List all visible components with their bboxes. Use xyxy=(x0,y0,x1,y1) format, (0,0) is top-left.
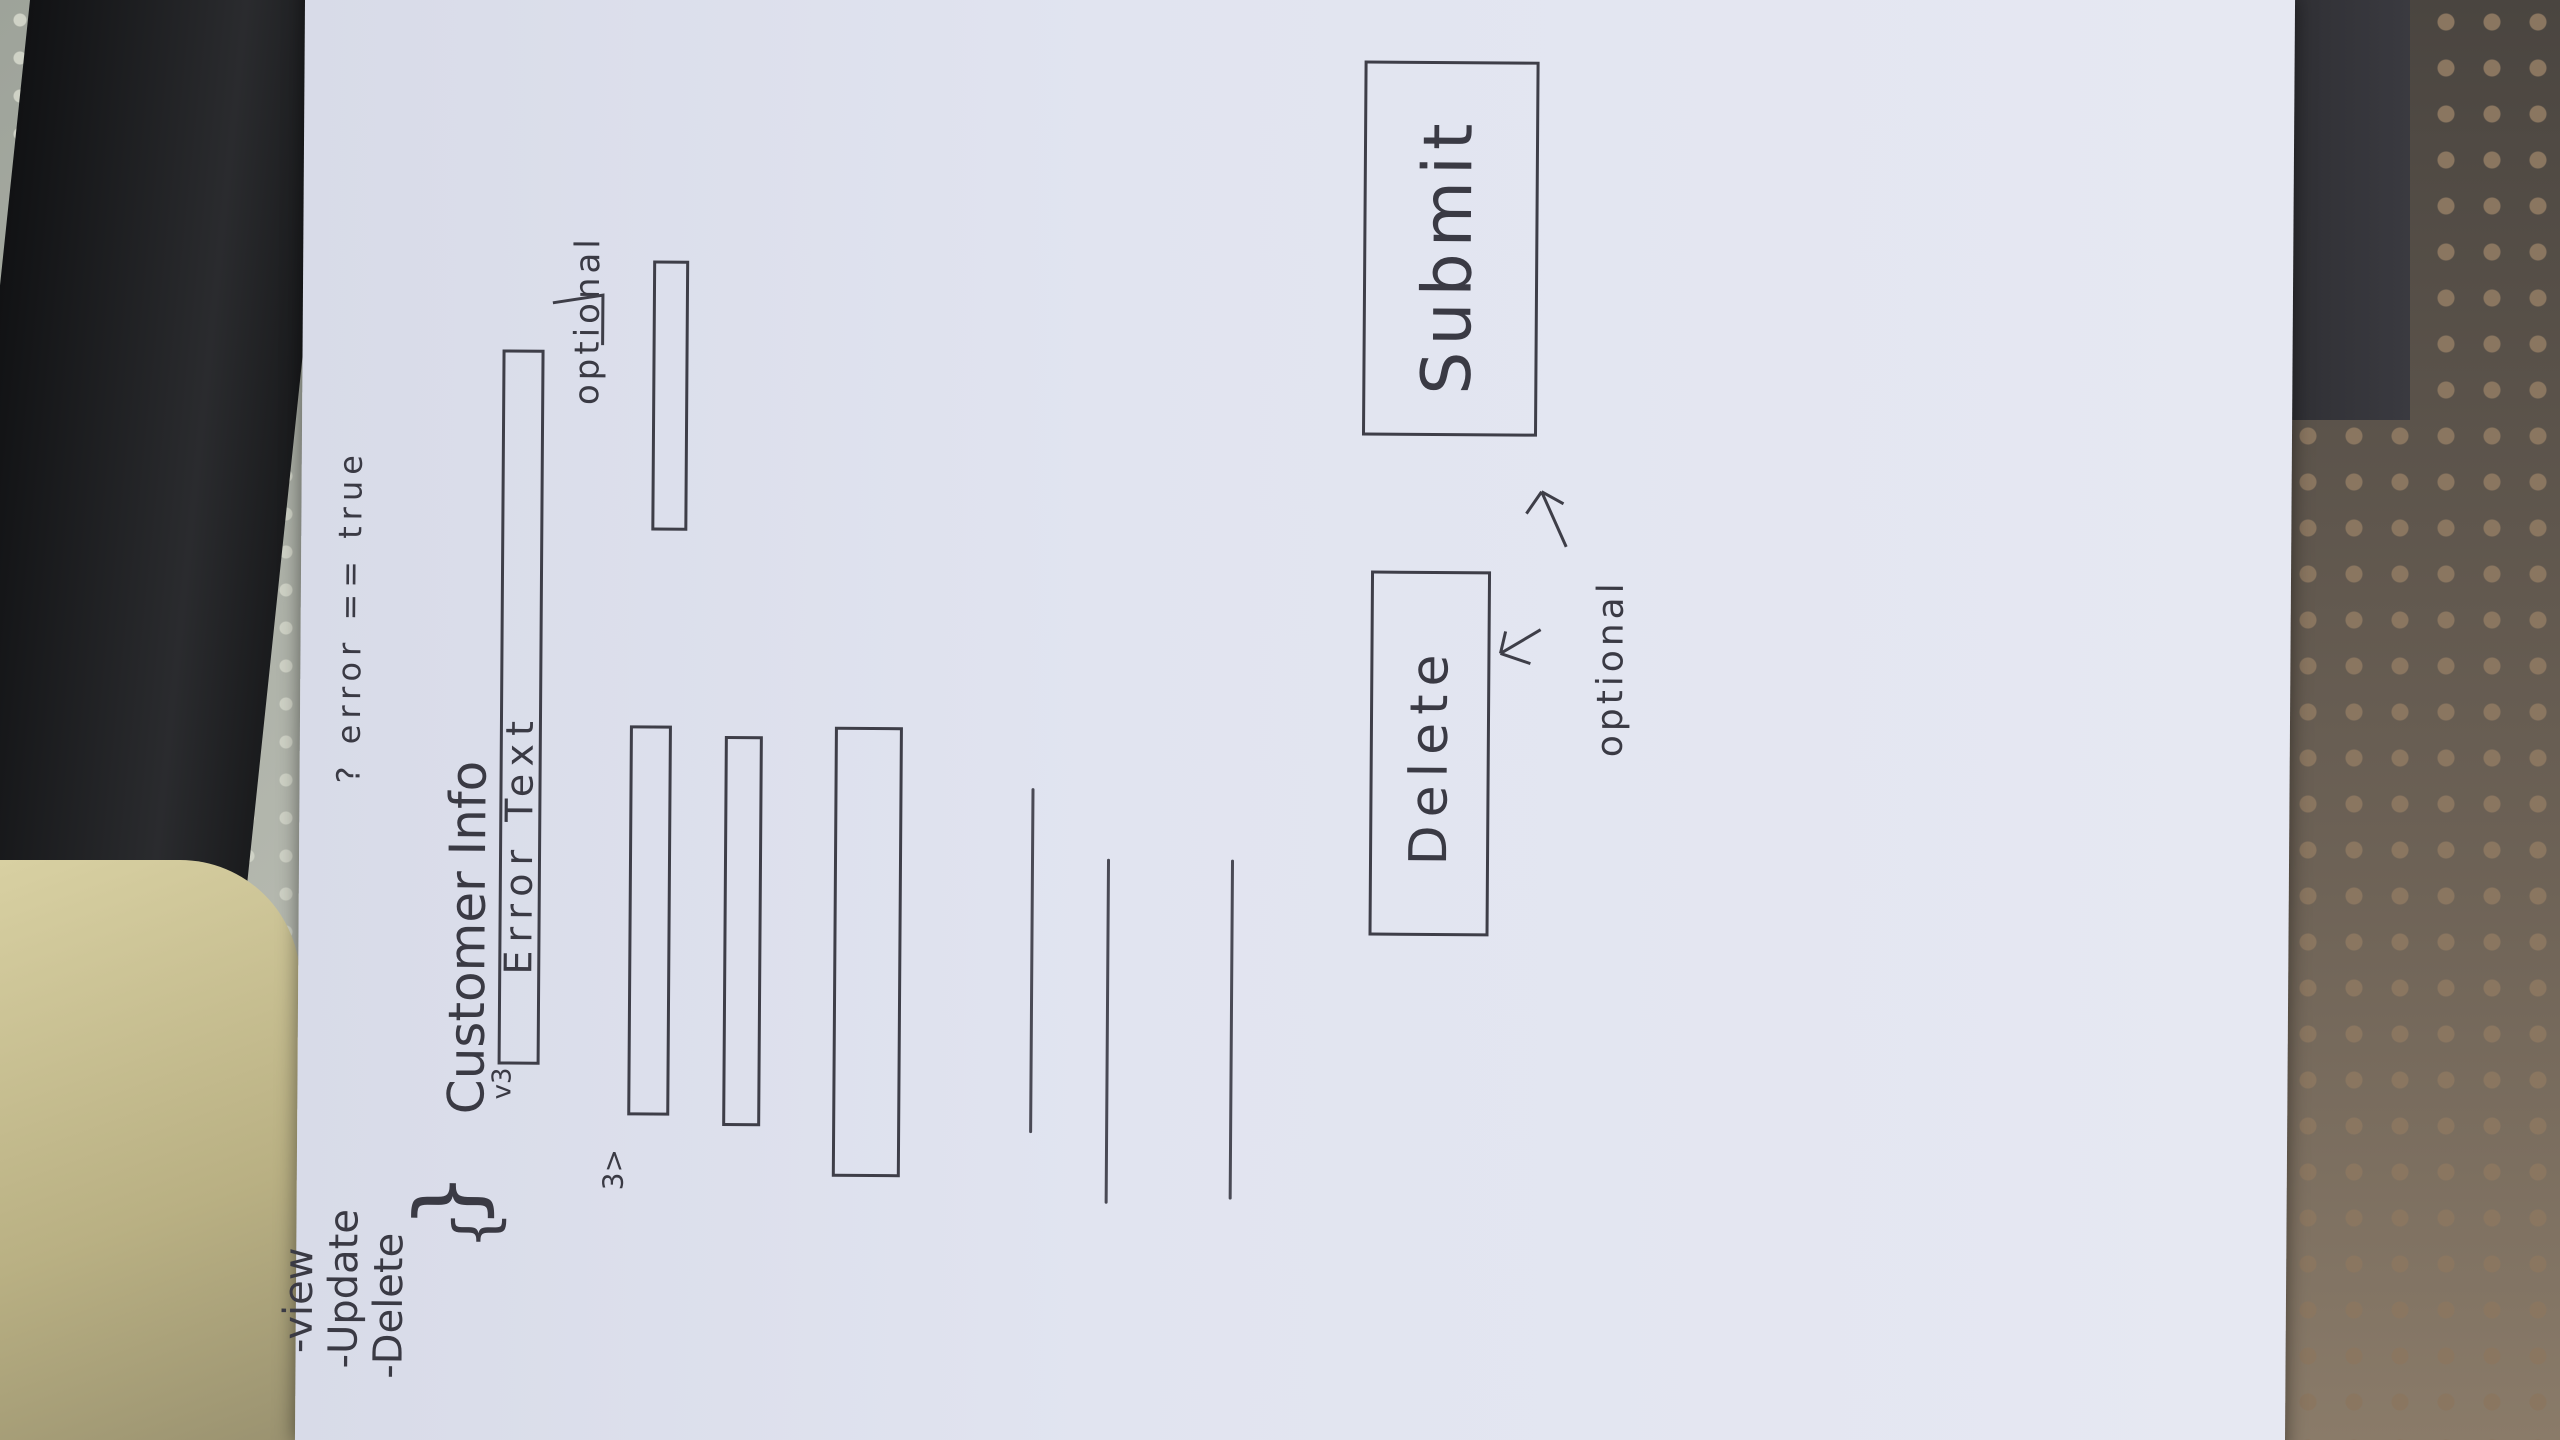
arrow-optional-to-delete xyxy=(1499,628,1542,666)
arrow-optional-top xyxy=(552,293,605,346)
arrow-optional-to-submit xyxy=(1525,490,1568,548)
arrows-overlay xyxy=(552,293,1568,666)
paper-sheet: -view -Update -Delete } { Customer Info … xyxy=(276,0,2296,1440)
chair-cushion xyxy=(0,860,300,1440)
